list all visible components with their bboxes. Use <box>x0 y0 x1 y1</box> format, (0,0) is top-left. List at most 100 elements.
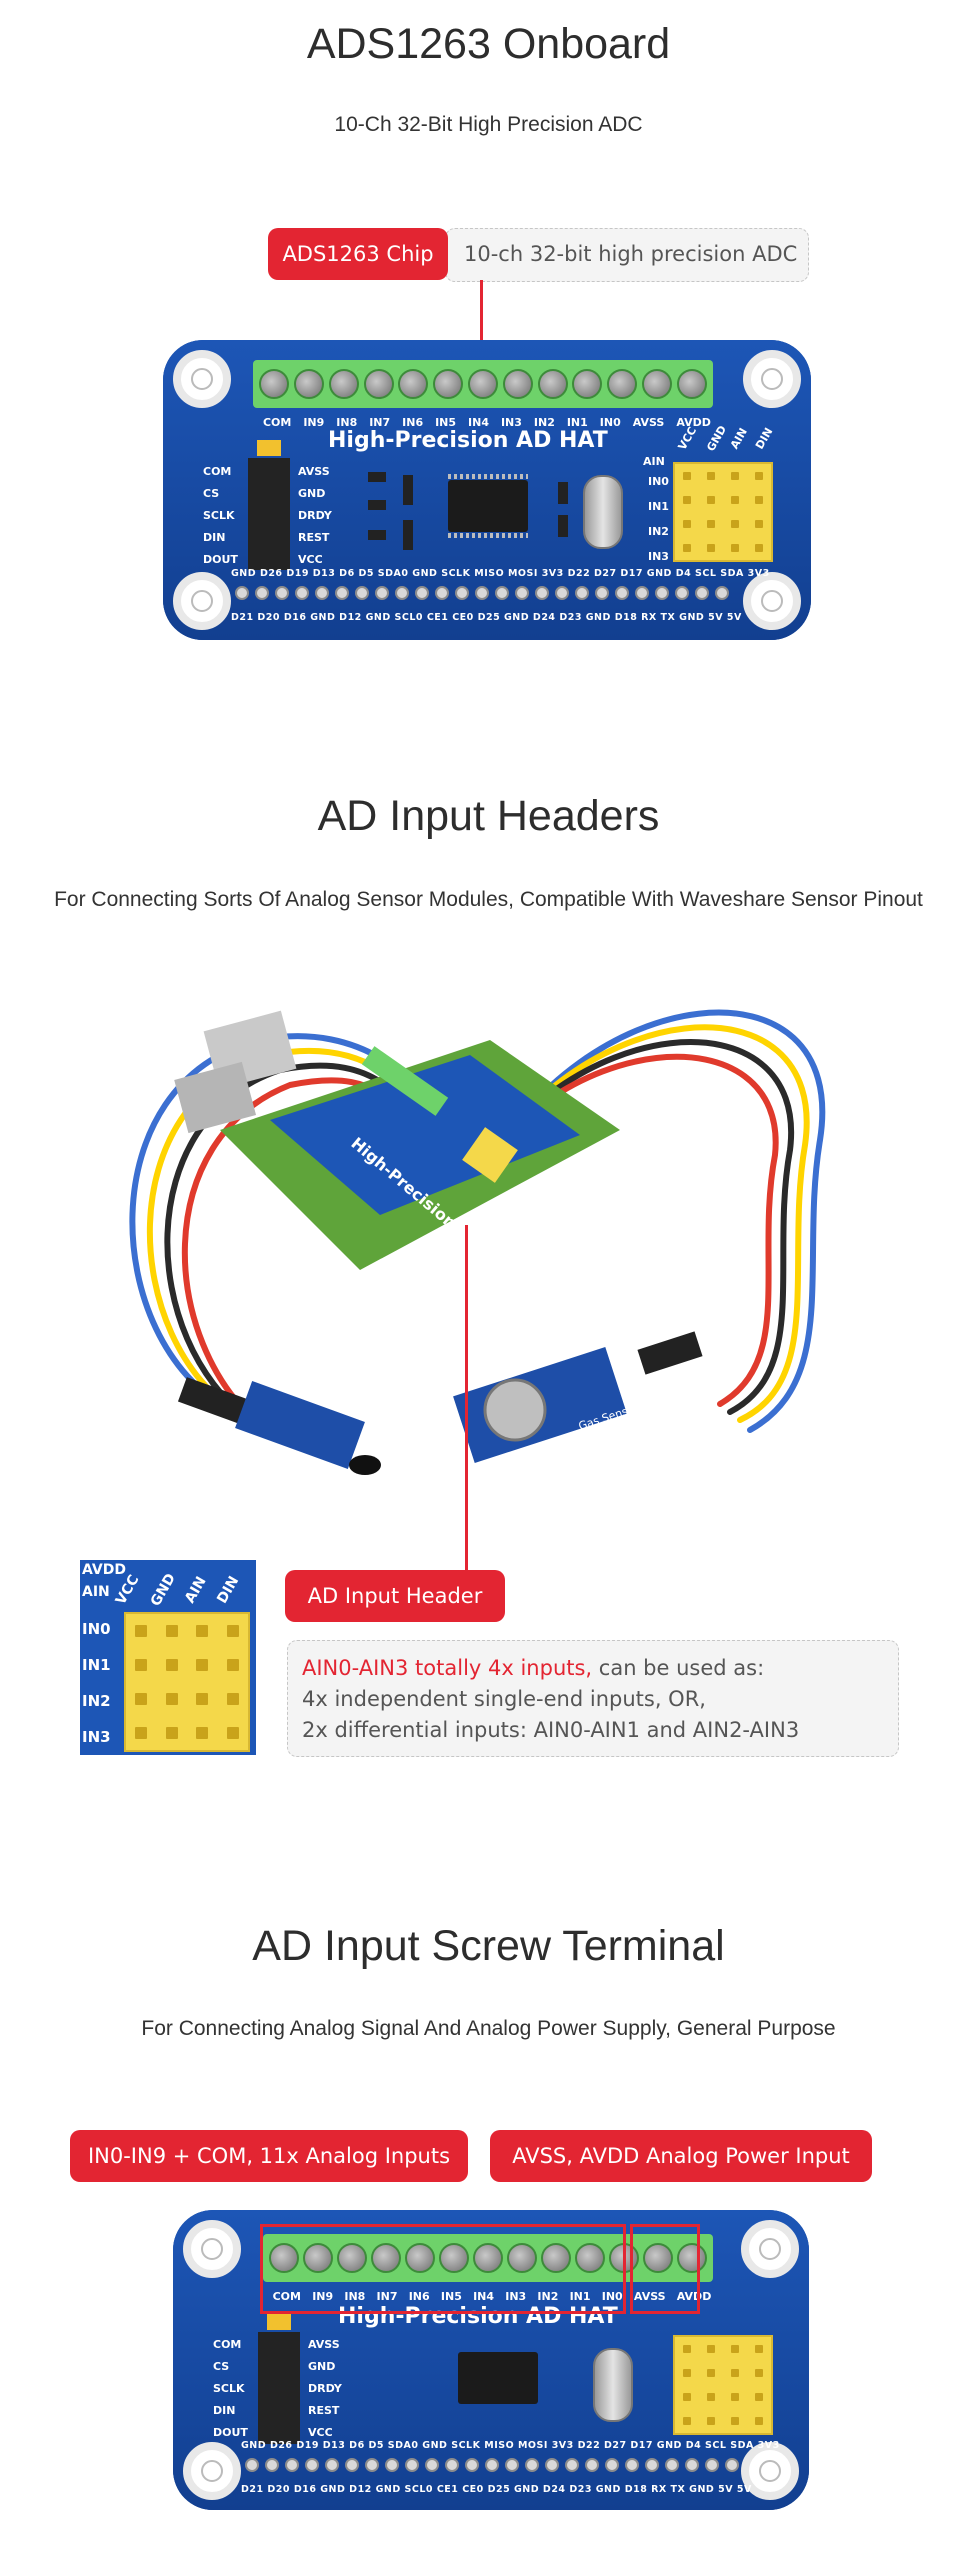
inset-label: IN2 <box>82 1692 111 1710</box>
mounting-hole <box>741 2220 799 2278</box>
terminal-label: IN6 <box>402 416 424 429</box>
terminal-label: IN7 <box>369 416 391 429</box>
mounting-hole <box>743 572 801 630</box>
terminal-label: IN3 <box>505 2290 527 2303</box>
chip-callout-description: 10-ch 32-bit high precision ADC <box>445 228 809 282</box>
desc-highlight: AIN0-AIN3 totally 4x inputs, <box>302 1656 593 1680</box>
pin-label: DRDY <box>308 2382 342 2395</box>
smd-component <box>368 472 386 482</box>
crystal-oscillator <box>583 475 623 549</box>
terminal-label: IN9 <box>312 2290 334 2303</box>
smd-component <box>368 500 386 510</box>
screw <box>363 369 394 399</box>
screw <box>398 369 429 399</box>
section2-title: AD Input Headers <box>317 792 660 840</box>
smd-component <box>558 515 568 537</box>
gpio-label-bottom: D21 D20 D16 GND D12 GND SCL0 CE1 CE0 D25… <box>241 2484 752 2495</box>
terminal-label: IN0 <box>599 416 621 429</box>
smd-component <box>403 475 413 505</box>
pin-label: SCLK <box>203 509 235 522</box>
terminal-label: IN8 <box>344 2290 366 2303</box>
inset-label: GND <box>147 1570 180 1610</box>
photo-terminal <box>361 1046 449 1116</box>
screw <box>467 369 498 399</box>
inset-label: AVDD <box>82 1562 126 1578</box>
inset-label: AIN <box>82 1584 110 1600</box>
crystal-oscillator <box>593 2348 633 2422</box>
inputs-callout-label: IN0-IN9 + COM, 11x Analog Inputs <box>70 2130 468 2182</box>
section1-title: ADS1263 Onboard <box>306 20 671 68</box>
pin-label: REST <box>298 531 330 544</box>
left-labels-col1: COM CS SCLK DIN DOUT <box>203 465 283 566</box>
ad-hat-board-top: COM IN9 IN8 IN7 IN6 IN5 IN4 IN3 IN2 IN1 … <box>163 340 811 640</box>
gpio-label-bottom: D21 D20 D16 GND D12 GND SCL0 CE1 CE0 D25… <box>231 612 742 623</box>
mounting-hole <box>741 2442 799 2500</box>
section3-subtitle: For Connecting Analog Signal And Analog … <box>141 2017 836 2040</box>
pin-label: DIN <box>203 531 226 544</box>
pin-label: IN3 <box>648 550 669 563</box>
left-labels-col1: COM CS SCLK DIN DOUT <box>213 2338 248 2439</box>
mounting-hole <box>743 350 801 408</box>
screw <box>572 369 603 399</box>
pin-label: GND <box>308 2360 336 2373</box>
terminal-label: COM <box>272 2290 301 2303</box>
terminal-label: IN5 <box>435 416 457 429</box>
terminal-label: IN1 <box>566 416 588 429</box>
smd-component <box>403 520 413 550</box>
pin-label: VCC <box>308 2426 333 2439</box>
screw <box>537 369 568 399</box>
pin-label: REST <box>308 2404 340 2417</box>
desc-rest: can be used as: <box>592 1656 765 1680</box>
chip-pins <box>448 533 528 538</box>
terminal-label: IN7 <box>376 2290 398 2303</box>
pin-label: DOUT <box>203 553 238 566</box>
wire-blue <box>477 1009 826 1433</box>
gpio-header-row <box>245 2458 739 2472</box>
inputs-highlight-box <box>260 2224 626 2314</box>
pin-label: IN2 <box>648 525 669 538</box>
terminal-label: IN2 <box>537 2290 559 2303</box>
flame-sensor-led <box>349 1455 381 1475</box>
inset-label: DIN <box>214 1573 243 1607</box>
terminal-label: IN4 <box>473 2290 495 2303</box>
terminal-label: AVSS <box>633 2290 666 2303</box>
pin-label: COM <box>213 2338 242 2351</box>
inset-yellow-header <box>124 1612 250 1752</box>
power-callout-label: AVSS, AVDD Analog Power Input <box>490 2130 872 2182</box>
gpio-label-top: GND D26 D19 D13 D6 D5 SDA0 GND SCLK MISO… <box>241 2440 780 2451</box>
terminal-label: AVDD <box>676 2290 712 2303</box>
pin-label: SCLK <box>213 2382 245 2395</box>
left-labels-col2: AVSS GND DRDY REST VCC <box>298 465 332 566</box>
chip-pins <box>448 474 528 479</box>
ad-hat-on-pi <box>270 1055 580 1215</box>
gpio-header-row <box>235 586 729 600</box>
inset-label: IN0 <box>82 1620 111 1638</box>
pin-label: DIN <box>213 2404 236 2417</box>
terminal-labels: COM IN9 IN8 IN7 IN6 IN5 IN4 IN3 IN2 IN1 … <box>257 416 717 429</box>
inset-label: AIN <box>182 1573 210 1607</box>
wire-yellow <box>469 1024 810 1423</box>
jumper-cap <box>267 2314 291 2330</box>
terminal-label: IN3 <box>500 416 522 429</box>
mounting-hole <box>183 2442 241 2500</box>
screw-terminal <box>263 2234 713 2282</box>
section1-subtitle: 10-Ch 32-Bit High Precision ADC <box>334 113 643 136</box>
hat-title: High-Precision AD HAT <box>328 428 608 453</box>
screw <box>641 369 672 399</box>
pin-label: AVSS <box>308 2338 340 2351</box>
mounting-hole <box>173 350 231 408</box>
jumper-cap <box>257 440 281 456</box>
ad-input-header <box>673 462 773 562</box>
jumper-header <box>248 458 290 570</box>
terminal-label: IN9 <box>303 416 325 429</box>
pin-label: DRDY <box>298 509 332 522</box>
pin-label: AVSS <box>298 465 330 478</box>
hat-title: High-Precision AD HAT <box>338 2304 618 2329</box>
right-side-labels: IN0 IN1 IN2 IN3 <box>648 475 669 563</box>
gpio-label-top: GND D26 D19 D13 D6 D5 SDA0 GND SCLK MISO… <box>231 568 770 579</box>
desc-line-3: 2x differential inputs: AIN0-AIN1 and AI… <box>302 1718 800 1742</box>
terminal-label: AVSS <box>632 416 665 429</box>
pin-label: DOUT <box>213 2426 248 2439</box>
smd-component <box>558 482 568 504</box>
terminal-label: IN8 <box>336 416 358 429</box>
